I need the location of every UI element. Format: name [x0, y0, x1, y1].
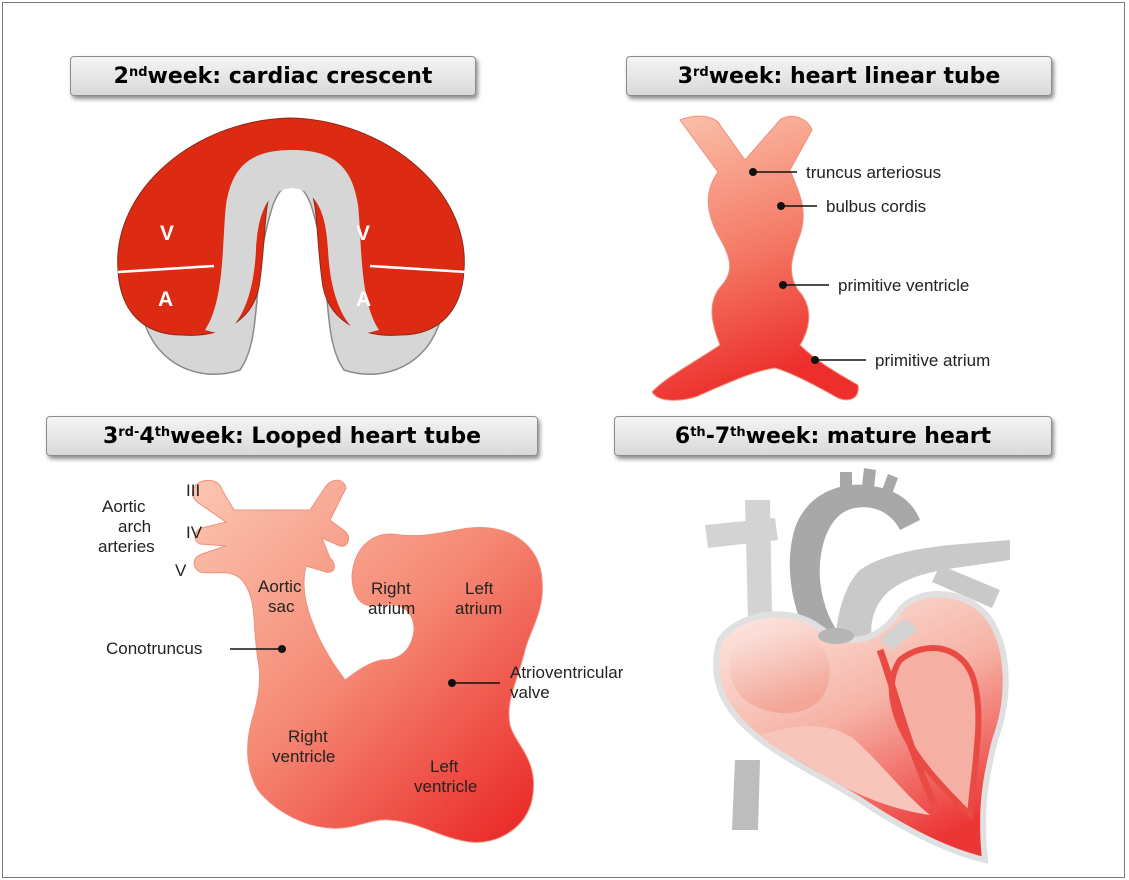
- label-primitive-ventricle: primitive ventricle: [838, 276, 969, 295]
- heart-linear-tube: truncus arteriosus bulbus cordis primiti…: [652, 116, 990, 400]
- conotruncus-dot: [278, 645, 286, 653]
- label-right-atrium-line1: Right: [371, 579, 411, 598]
- label-aortic-arch-line1: Aortic: [102, 497, 146, 516]
- label-right-ventricle-line2: ventricle: [272, 747, 335, 766]
- label-right-atrium-line2: atrium: [368, 599, 415, 618]
- label-aortic-sac-line1: Aortic: [258, 577, 302, 596]
- label-aortic-arch-line2: arch: [118, 517, 151, 536]
- looped-tube-body: [193, 480, 543, 842]
- label-aortic-sac-line2: sac: [268, 597, 295, 616]
- looped-heart-tube: III IV V Aortic arch arteries Aortic sac…: [98, 480, 624, 842]
- aortic-valve: [818, 628, 854, 644]
- label-bulbus-cordis: bulbus cordis: [826, 197, 926, 216]
- label-conotruncus: Conotruncus: [106, 639, 202, 658]
- label-v-right: V: [356, 222, 370, 245]
- label-av-valve-line1: Atrioventricular: [510, 663, 624, 682]
- label-arch-iv: IV: [186, 523, 203, 542]
- label-left-atrium-line1: Left: [465, 579, 494, 598]
- inferior-vena-cava: [732, 760, 760, 830]
- label-left-ventricle-line2: ventricle: [414, 777, 477, 796]
- superior-vena-cava: [745, 500, 772, 620]
- label-truncus-arteriosus: truncus arteriosus: [806, 163, 941, 182]
- label-a-right: A: [356, 288, 371, 311]
- label-arch-v: V: [175, 561, 187, 580]
- label-v-left: V: [160, 222, 174, 245]
- label-left-atrium-line2: atrium: [455, 599, 502, 618]
- label-left-ventricle-line1: Left: [430, 757, 459, 776]
- label-a-left: A: [158, 288, 173, 311]
- label-right-ventricle-line1: Right: [288, 727, 328, 746]
- label-aortic-arch-line3: arteries: [98, 537, 155, 556]
- label-av-valve-line2: valve: [510, 683, 550, 702]
- mature-heart: [705, 468, 1010, 860]
- linear-tube-body: [652, 116, 858, 400]
- label-arch-iii: III: [186, 481, 200, 500]
- label-primitive-atrium: primitive atrium: [875, 351, 990, 370]
- cardiac-crescent: V V A A: [118, 118, 466, 374]
